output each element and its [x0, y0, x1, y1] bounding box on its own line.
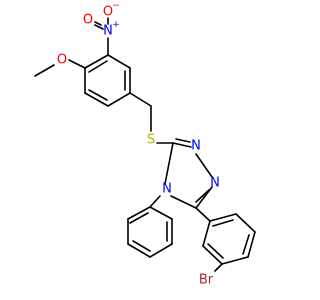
bond-triazole-n1-n2 [195, 153, 213, 178]
bond-ph-c [127, 243, 151, 258]
bond-ring1-b [107, 54, 131, 69]
bromine-atom: Br [199, 273, 214, 288]
bond-ph-d [149, 243, 173, 258]
bond-brph-c [247, 231, 256, 258]
bond-ph-a-inner [129, 212, 149, 224]
bond-brph-d [221, 256, 249, 265]
nitro-oxygen-left: O [83, 13, 93, 28]
nitro-nitrogen: N [103, 24, 113, 39]
bond-nitro-n-o-left [94, 21, 102, 26]
nitro-oxygen-top-charge: − [112, 1, 120, 11]
bond-ring1-a [84, 54, 109, 69]
bond-c3-bromophenyl [195, 207, 211, 222]
bond-ring1-e [84, 92, 109, 107]
bond-methyl-o [34, 64, 55, 77]
bond-brph-a-inner [212, 219, 234, 227]
bond-ring-ch2 [129, 92, 152, 107]
triazole-nitrogen-1: N [191, 139, 201, 154]
bond-brph-a [209, 213, 237, 222]
bond-triazole-n4-c5 [164, 142, 174, 185]
bond-ph-f [149, 206, 173, 220]
nitro-oxygen-top: O [103, 5, 113, 20]
nitro-nitrogen-charge: + [112, 20, 120, 30]
bond-n4-phenyl [149, 195, 161, 208]
bond-triazole-c5-n1-double [175, 138, 191, 143]
bond-o-ring [68, 59, 86, 69]
bond-brph-b [235, 213, 256, 233]
bond-ring1-a-inner [88, 60, 108, 73]
triazole-nitrogen-2: N [210, 176, 220, 191]
bond-brph-f [202, 220, 211, 247]
bond-ph-c-inner [132, 240, 151, 252]
bond-ring1-e-inner [88, 89, 108, 101]
bond-ring1-d [107, 92, 131, 107]
atom-label-layer: O − N + O O S N N N Br [57, 1, 220, 288]
bond-brph-e-inner [207, 243, 224, 259]
bond-nitro-n-o-left-double [94, 24, 104, 30]
triazole-nitrogen-4: N [162, 182, 172, 197]
bond-triazole-n2-c3-double [195, 189, 210, 203]
molecule-structure-diagram: O − N + O O S N N N Br [34, 1, 256, 288]
bond-ph-a [127, 206, 151, 220]
methoxy-oxygen: O [57, 53, 67, 68]
bond-brph-c-inner [242, 234, 250, 255]
bond-ring-br [214, 263, 223, 272]
bond-brph-e [202, 245, 223, 265]
thioether-sulfur: S [147, 133, 155, 148]
bond-triazole-c3-n4 [170, 195, 197, 209]
bond-layer [34, 17, 256, 272]
bond-triazole-c5-n1 [172, 142, 192, 148]
